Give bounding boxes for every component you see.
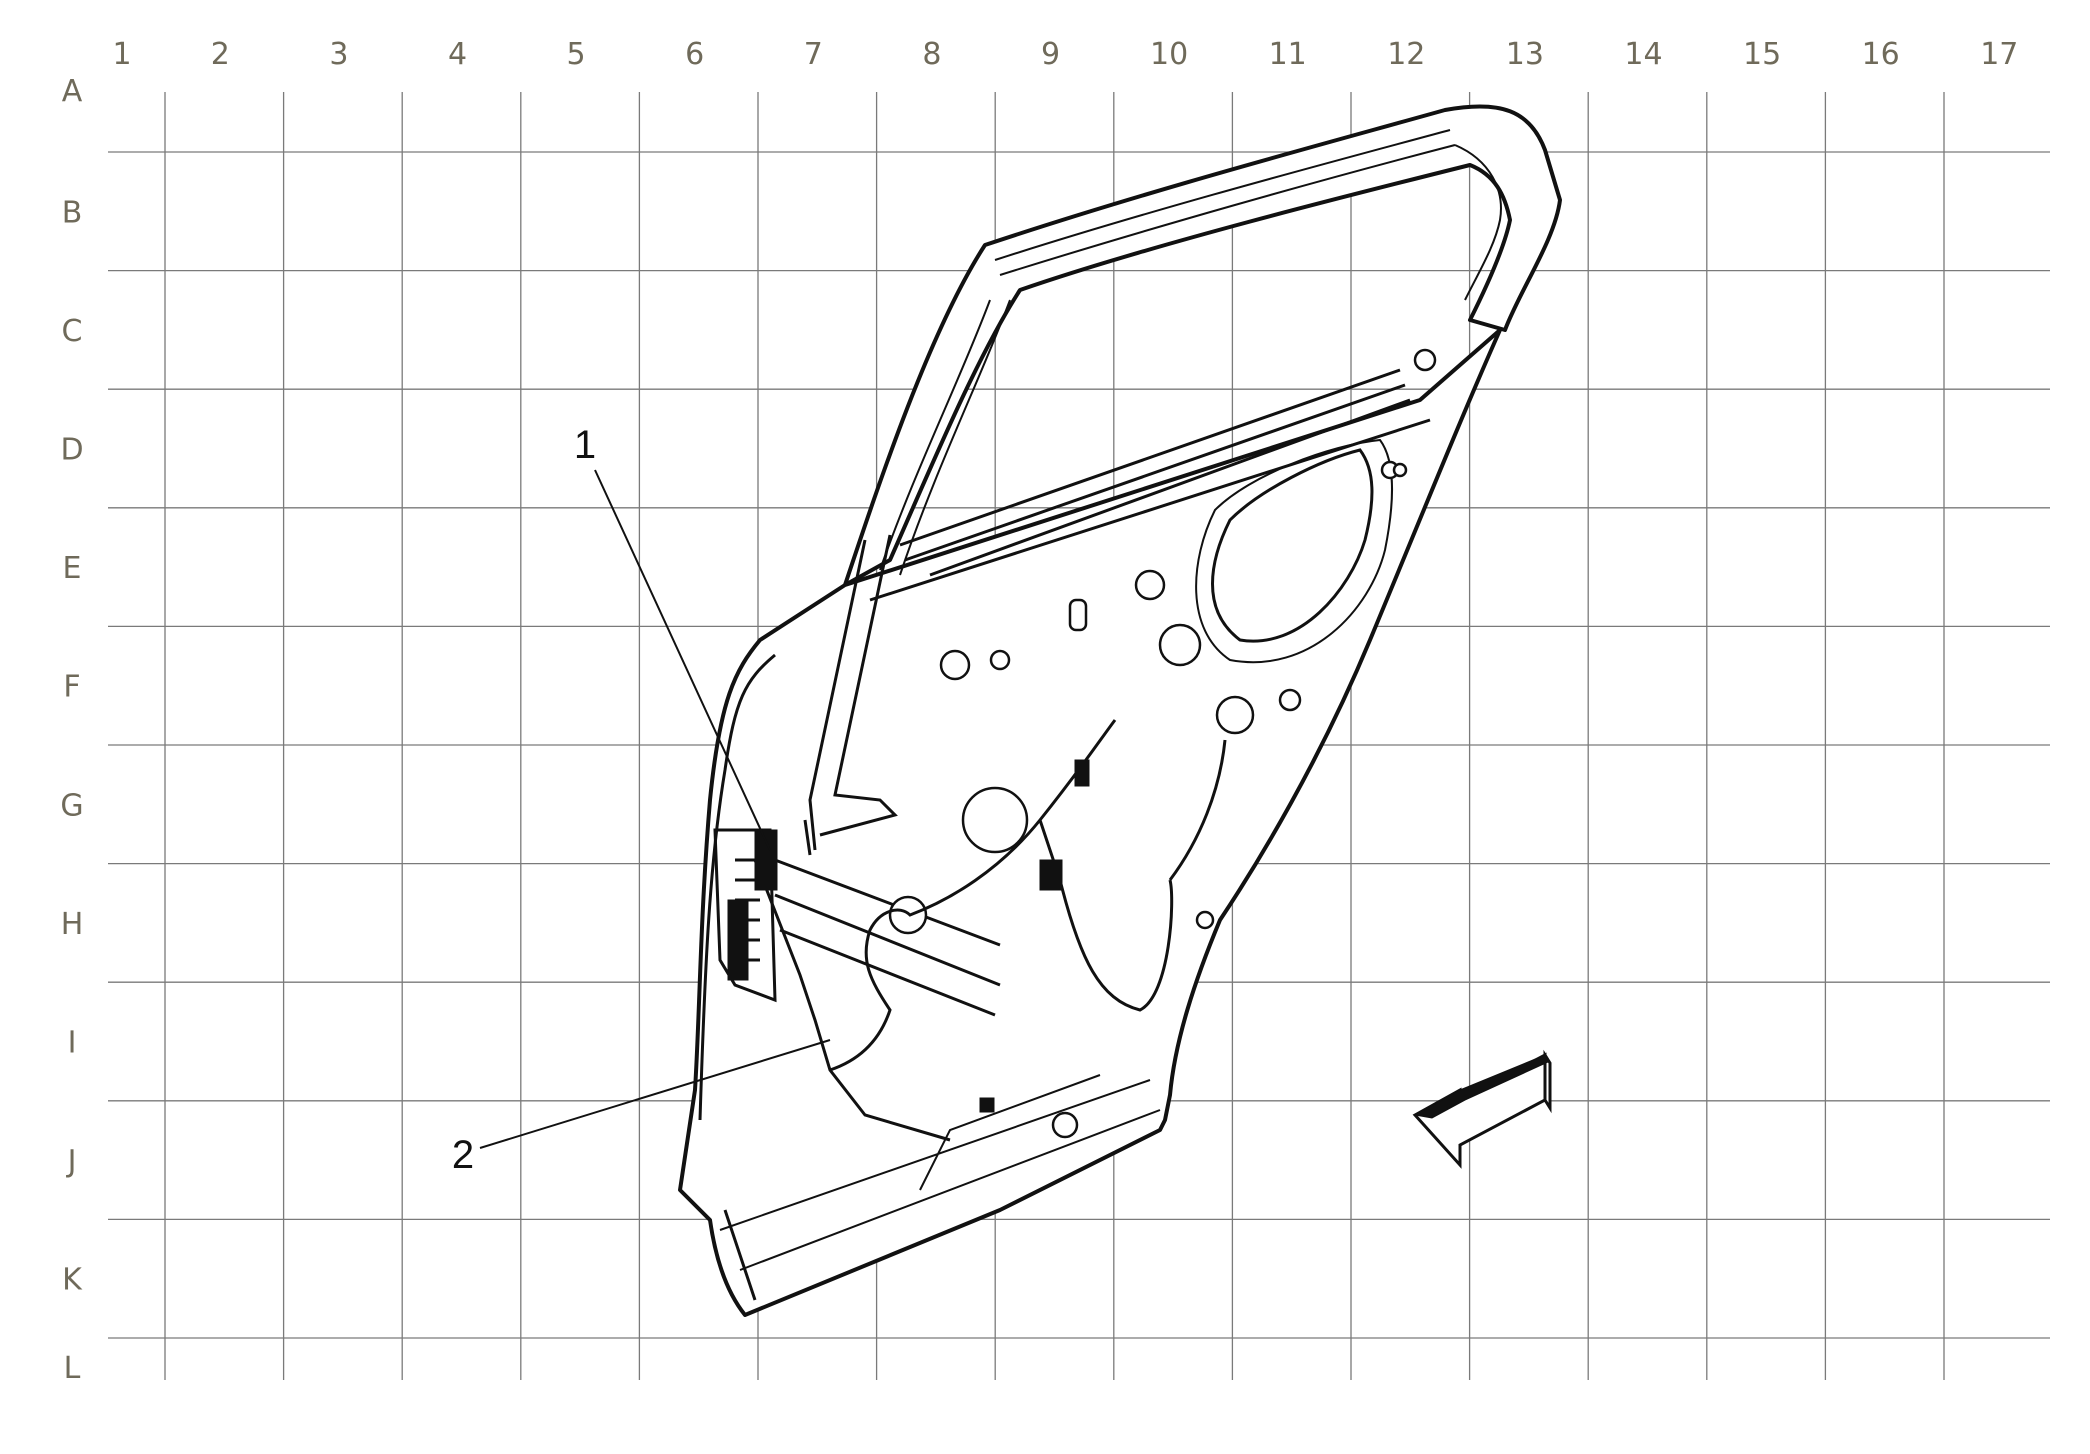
callout-leader-1 — [594, 469, 771, 851]
grid-row-label: G — [60, 788, 83, 823]
rear-door-inner-panel-icon — [678, 104, 1562, 1317]
door-connector — [754, 829, 778, 891]
access-opening-rim — [1195, 438, 1393, 664]
grid-column-label: 16 — [1862, 37, 1900, 72]
harness-connector-body — [1039, 859, 1063, 891]
door-body — [678, 328, 1502, 1317]
window-guide-rail — [803, 534, 898, 856]
callout-1: 1 — [574, 423, 771, 851]
callout-label-2: 2 — [452, 1133, 474, 1177]
grid-column-label: 9 — [1041, 37, 1060, 72]
grid-row-label: C — [62, 314, 83, 349]
harness-connector-body — [979, 1097, 995, 1113]
grid-column-label: 1 — [112, 37, 131, 72]
grid-column-label: 17 — [1980, 37, 2018, 72]
grid-row-label: L — [64, 1351, 81, 1386]
grid-column-label: 2 — [211, 37, 230, 72]
door-window-frame — [843, 104, 1562, 587]
mount-hole — [1051, 1111, 1079, 1139]
grid-row-label: K — [62, 1263, 83, 1298]
grid-column-label: 8 — [922, 37, 941, 72]
mount-hole — [1278, 688, 1302, 712]
access-opening — [1211, 448, 1374, 643]
grid-row-label: D — [60, 433, 83, 468]
mount-hole — [1158, 623, 1202, 667]
grid-row-label: B — [62, 195, 83, 230]
grid-column-label: 11 — [1269, 37, 1307, 72]
harness-corrugated-tube — [727, 899, 749, 981]
grid-column-label: 4 — [448, 37, 467, 72]
mount-hole — [1195, 910, 1215, 930]
mount-hole — [939, 649, 971, 681]
callout-2: 2 — [452, 1039, 831, 1177]
grid-row-label: F — [63, 670, 80, 705]
grid-row-label: H — [61, 907, 84, 942]
latch-slot — [1068, 598, 1088, 632]
lower-panel-rib — [719, 1074, 1161, 1271]
front-direction-arrow-icon — [1412, 1049, 1552, 1169]
mount-hole — [1392, 462, 1408, 478]
mount-hole — [1413, 348, 1437, 372]
grid-column-label: 3 — [329, 37, 348, 72]
callout-label-1: 1 — [574, 423, 596, 467]
mount-hole — [1134, 569, 1166, 601]
grid-column-label: 10 — [1150, 37, 1188, 72]
grid-row-label: E — [63, 551, 82, 586]
callout-leader-2 — [479, 1039, 831, 1149]
door-inner-edge — [698, 418, 1431, 1301]
grid-column-label: 12 — [1387, 37, 1425, 72]
grid-column-label: 5 — [567, 37, 586, 72]
grid-column-label: 15 — [1743, 37, 1781, 72]
window-channel — [879, 129, 1502, 576]
mount-hole — [989, 649, 1011, 671]
speaker-opening — [961, 786, 1029, 854]
intrusion-beam — [774, 858, 1001, 1017]
grid-row-label: A — [62, 74, 83, 109]
grid-column-label: 7 — [804, 37, 823, 72]
grid-column-label: 6 — [685, 37, 704, 72]
harness-connector-body — [1074, 759, 1090, 787]
door-wiring-harness — [753, 719, 1227, 1142]
mount-hole — [1215, 695, 1255, 735]
grid-row-label: I — [68, 1026, 77, 1061]
grid-column-label: 14 — [1624, 37, 1662, 72]
grid-row-label: J — [66, 1144, 77, 1179]
belt-line-strip — [899, 368, 1411, 577]
grid-row-labels: A B C D E F G H I J K L — [60, 74, 83, 1386]
grid-column-label: 13 — [1506, 37, 1544, 72]
